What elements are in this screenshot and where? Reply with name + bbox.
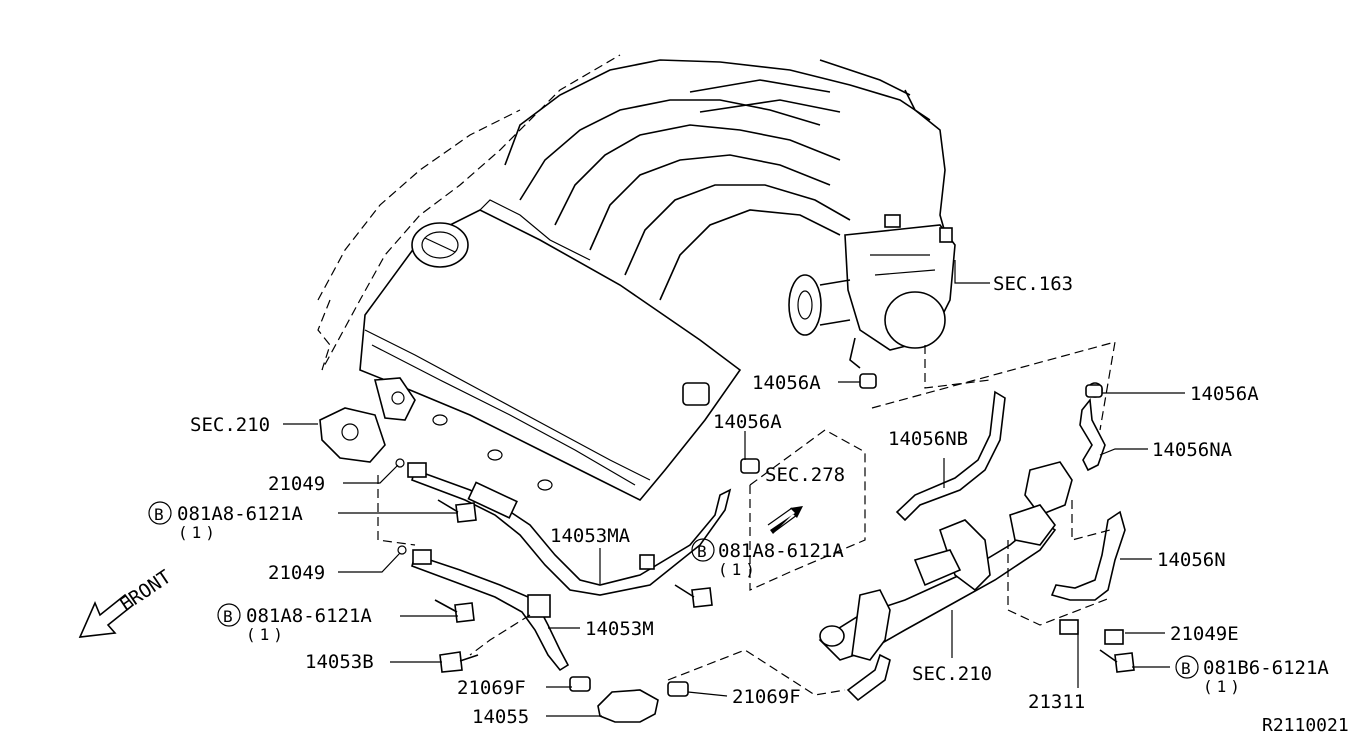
front-direction-arrow: FRONT: [78, 566, 175, 638]
water-outlet-left: [319, 377, 416, 463]
label-bolt-center-qty: (1): [718, 560, 759, 579]
label-14056a-right: 14056A: [1190, 383, 1259, 405]
label-bolt-right-qty: (1): [1203, 677, 1244, 696]
label-sec210-left: SEC.210: [190, 414, 270, 436]
label-bolt-right-code: 081B6-6121A: [1203, 657, 1329, 679]
label-bolt-lower-code: 081A8-6121A: [246, 605, 372, 627]
label-14053m: 14053M: [585, 618, 654, 640]
water-outlet-right-sec210: [818, 461, 1073, 702]
label-14056na: 14056NA: [1152, 439, 1233, 461]
label-21049-upper: 21049: [268, 473, 325, 495]
bolt-callout-lower: B 081A8-6121A (1): [217, 603, 372, 644]
label-21069f-left: 21069F: [457, 677, 526, 699]
label-bolt-upper-qty: (1): [178, 523, 219, 542]
label-14053b: 14053B: [305, 651, 374, 673]
bolt-symbol-right: B: [1181, 659, 1191, 678]
label-bolt-center-code: 081A8-6121A: [718, 540, 844, 562]
hose-14056N: [1050, 510, 1126, 601]
hose-14055: [597, 689, 659, 723]
label-sec163: SEC.163: [993, 273, 1073, 295]
engine-block-illustration: [317, 54, 956, 501]
water-pipe-14053M: [411, 553, 570, 672]
part-labels: SEC.163 14056A 14056A 14056A 14056NA 140…: [148, 273, 1349, 736]
label-sec210-right: SEC.210: [912, 663, 992, 685]
label-bolt-upper-code: 081A8-6121A: [177, 503, 303, 525]
label-21069f-right: 21069F: [732, 686, 801, 708]
leader-lines: [283, 260, 1185, 717]
label-14056nb: 14056NB: [888, 428, 968, 450]
label-14056n: 14056N: [1157, 549, 1226, 571]
dashed-connection-lines: [377, 341, 1116, 696]
label-bolt-lower-qty: (1): [246, 625, 287, 644]
clamps-bolts-right: [740, 373, 1135, 673]
label-14056a-top: 14056A: [713, 411, 782, 433]
clamps-bolts-left: [395, 458, 713, 697]
bolt-symbol-center: B: [697, 542, 707, 561]
water-pipe-14053MA: [411, 468, 732, 596]
label-14055: 14055: [472, 706, 529, 728]
label-sec278: SEC.278: [765, 464, 845, 486]
label-21049e: 21049E: [1170, 623, 1239, 645]
reference-code: R2110021: [1262, 715, 1349, 736]
bolt-callout-center: B 081A8-6121A (1): [691, 538, 844, 579]
bolt-symbol-upper: B: [154, 505, 164, 524]
label-21311: 21311: [1028, 691, 1085, 713]
front-label: FRONT: [115, 566, 175, 616]
bolt-callout-right: B 081B6-6121A (1): [1175, 655, 1329, 696]
label-14053ma: 14053MA: [550, 525, 631, 547]
bolt-callout-upper: B 081A8-6121A (1): [148, 501, 303, 542]
sec278-direction-arrow: [767, 506, 803, 534]
hose-14056NB: [895, 390, 1006, 522]
label-14056a-center: 14056A: [752, 372, 821, 394]
bolt-symbol-lower: B: [223, 607, 233, 626]
label-21049-lower: 21049: [268, 562, 325, 584]
